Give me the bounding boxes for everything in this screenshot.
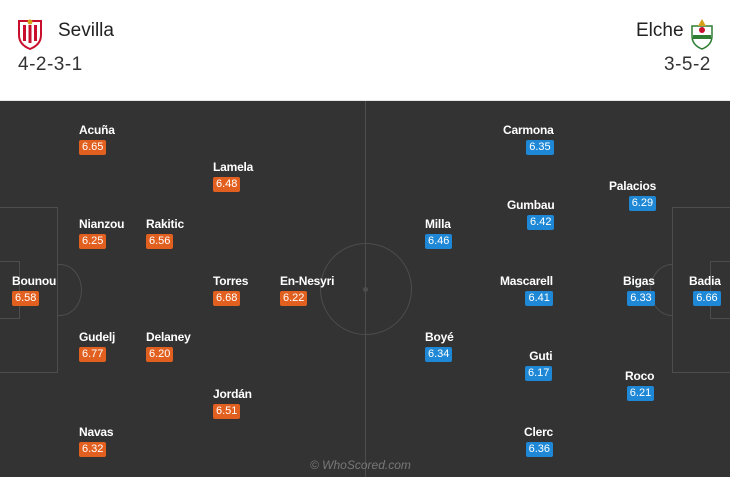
- player-rating: 6.35: [526, 140, 554, 155]
- player-roco[interactable]: Roco 6.21: [625, 369, 654, 401]
- player-rating: 6.66: [693, 291, 721, 306]
- home-formation: 4-2-3-1: [18, 54, 83, 75]
- away-formation: 3-5-2: [664, 54, 711, 75]
- player-name: Torres: [213, 274, 249, 288]
- player-rating: 6.58: [12, 291, 40, 306]
- player-name: Boyé: [425, 330, 454, 344]
- player-name: Lamela: [213, 160, 254, 174]
- player-rating: 6.46: [425, 234, 453, 249]
- player-name: Guti: [529, 349, 553, 363]
- player-rating: 6.36: [525, 442, 554, 457]
- player-rating: 6.68: [213, 291, 241, 306]
- player-name: Jordán: [213, 387, 252, 401]
- player-nianzou[interactable]: Nianzou 6.25: [79, 217, 124, 249]
- player-rating: 6.34: [425, 347, 453, 362]
- player-rating: 6.25: [79, 234, 107, 249]
- player-rating: 6.21: [626, 386, 655, 401]
- player-name: En-Nesyri: [280, 274, 335, 288]
- player-name: Nianzou: [79, 217, 125, 231]
- center-circle: [320, 243, 412, 335]
- player-rating: 6.20: [146, 347, 174, 362]
- player-name: Acuña: [79, 123, 115, 137]
- player-rating: 6.51: [213, 404, 241, 419]
- player-rating: 6.22: [280, 291, 308, 306]
- home-penalty-box: [0, 207, 58, 373]
- away-goal-box: [710, 261, 730, 319]
- player-name: Rakitic: [146, 217, 184, 231]
- player-name: Carmona: [503, 123, 554, 137]
- center-spot: [363, 287, 368, 292]
- player-rating: 6.65: [79, 140, 107, 155]
- player-navas[interactable]: Navas 6.32: [79, 425, 114, 457]
- home-goal-box: [0, 261, 20, 319]
- player-rating: 6.42: [527, 215, 555, 230]
- player-rating: 6.29: [628, 196, 657, 211]
- player-name: Delaney: [146, 330, 191, 344]
- player-rakitic[interactable]: Rakitic 6.56: [146, 217, 184, 249]
- player-name: Palacios: [609, 179, 657, 193]
- player-name: Gumbau: [507, 198, 555, 212]
- player-acuna[interactable]: Acuña 6.65: [79, 123, 115, 155]
- player-name: Milla: [425, 217, 451, 231]
- away-penalty-box: [672, 207, 730, 373]
- sevilla-crest-icon: [18, 19, 42, 50]
- player-palacios[interactable]: Palacios 6.29: [609, 179, 656, 211]
- player-name: Navas: [79, 425, 114, 439]
- player-rating: 6.77: [79, 347, 107, 362]
- player-rating: 6.32: [79, 442, 107, 457]
- player-name: Badia: [689, 274, 721, 288]
- player-jordan[interactable]: Jordán 6.51: [213, 387, 252, 419]
- player-name: Clerc: [524, 425, 554, 439]
- pitch: Acuña 6.65 Lamela 6.48 Nianzou 6.25 Raki…: [0, 101, 730, 477]
- player-name: Mascarell: [500, 274, 553, 288]
- player-name: Bounou: [12, 274, 57, 288]
- player-torres[interactable]: Torres 6.68: [213, 274, 248, 306]
- player-rating: 6.41: [525, 291, 553, 306]
- player-rating: 6.48: [213, 177, 241, 192]
- player-boye[interactable]: Boyé 6.34: [425, 330, 454, 362]
- player-bounou[interactable]: Bounou 6.58: [12, 274, 56, 306]
- player-milla[interactable]: Milla 6.46: [425, 217, 453, 249]
- player-gumbau[interactable]: Gumbau 6.42: [507, 198, 555, 230]
- player-mascarell[interactable]: Mascarell 6.41: [500, 274, 553, 306]
- elche-crest-icon: [691, 19, 713, 50]
- player-carmona[interactable]: Carmona 6.35: [503, 123, 554, 155]
- player-name: Roco: [625, 369, 655, 383]
- player-guti[interactable]: Guti 6.17: [525, 349, 553, 381]
- match-header: Sevilla 4-2-3-1 Elche 3-5-2: [0, 0, 730, 101]
- player-name: Bigas: [623, 274, 655, 288]
- player-gudelj[interactable]: Gudelj 6.77: [79, 330, 115, 362]
- player-rating: 6.17: [525, 366, 553, 381]
- home-team-name[interactable]: Sevilla: [58, 20, 114, 41]
- player-bigas[interactable]: Bigas 6.33: [623, 274, 655, 306]
- player-lamela[interactable]: Lamela 6.48: [213, 160, 253, 192]
- player-en-nesyri[interactable]: En-Nesyri 6.22: [280, 274, 334, 306]
- player-name: Gudelj: [79, 330, 116, 344]
- player-badia[interactable]: Badia 6.66: [689, 274, 721, 306]
- player-clerc[interactable]: Clerc 6.36: [524, 425, 553, 457]
- player-rating: 6.56: [146, 234, 174, 249]
- whoscored-watermark: © WhoScored.com: [310, 458, 411, 472]
- away-team-name[interactable]: Elche: [636, 20, 684, 41]
- player-delaney[interactable]: Delaney 6.20: [146, 330, 191, 362]
- player-rating: 6.33: [627, 291, 655, 306]
